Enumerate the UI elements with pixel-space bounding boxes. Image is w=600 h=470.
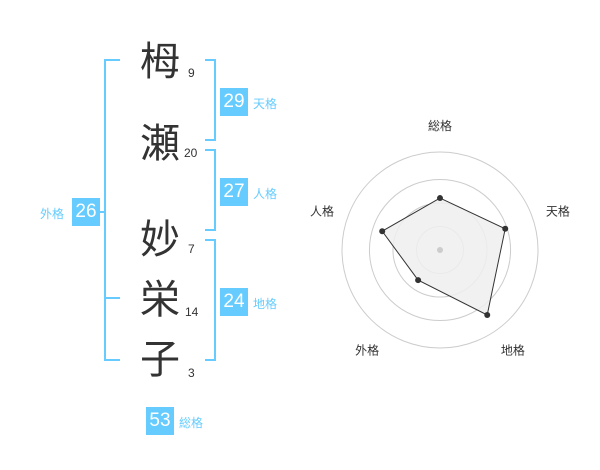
radar-polygon (381, 197, 506, 316)
jinkaku-score-badge: 27 (220, 178, 248, 206)
radar-grid-ring-4 (341, 151, 539, 349)
given-strokes-2: 14 (185, 305, 199, 319)
chikaku-label: 地格 (253, 297, 278, 311)
surname-strokes-2: 20 (184, 146, 198, 160)
given-char-3: 子 (140, 337, 180, 383)
given-char-1: 妙 (140, 217, 180, 263)
radar-axis-label-4: 外格 (355, 342, 379, 357)
radar-point-3 (484, 312, 491, 319)
radar-axis-label-2: 天格 (546, 204, 570, 219)
surname-char-1: 栂 (140, 39, 180, 85)
radar-axis-label-5: 人格 (310, 204, 334, 219)
radar-center-dot (437, 247, 443, 253)
chikaku-bracket (205, 239, 216, 361)
surname-strokes-1: 9 (188, 66, 195, 80)
given-strokes-3: 3 (188, 366, 195, 380)
radar-point-1 (437, 195, 443, 202)
chikaku-score-badge: 24 (220, 288, 248, 316)
tenkaku-score-badge: 29 (220, 88, 248, 116)
given-strokes-1: 7 (188, 242, 195, 256)
radar-points (379, 195, 509, 319)
radar-axis-label-3: 地格 (501, 342, 525, 357)
gaikaku-score-badge: 26 (72, 198, 100, 226)
surname-char-2: 瀬 (140, 121, 180, 167)
radar-grid-ring-3 (368, 178, 512, 322)
jinkaku-label: 人格 (253, 187, 278, 201)
radar-point-5 (379, 228, 386, 235)
soukaku-score-badge: 53 (146, 407, 174, 435)
tenkaku-bracket (205, 59, 216, 141)
tenkaku-label: 天格 (253, 97, 278, 111)
jinkaku-bracket (205, 149, 216, 231)
given-char-2: 栄 (140, 277, 180, 323)
soukaku-label: 総格 (179, 416, 204, 430)
radar-point-2 (502, 225, 509, 232)
radar-point-4 (415, 277, 422, 284)
radar-axis-label-1: 総格 (428, 118, 452, 133)
gaikaku-label: 外格 (40, 207, 65, 221)
gaikaku-bracket (104, 59, 120, 361)
